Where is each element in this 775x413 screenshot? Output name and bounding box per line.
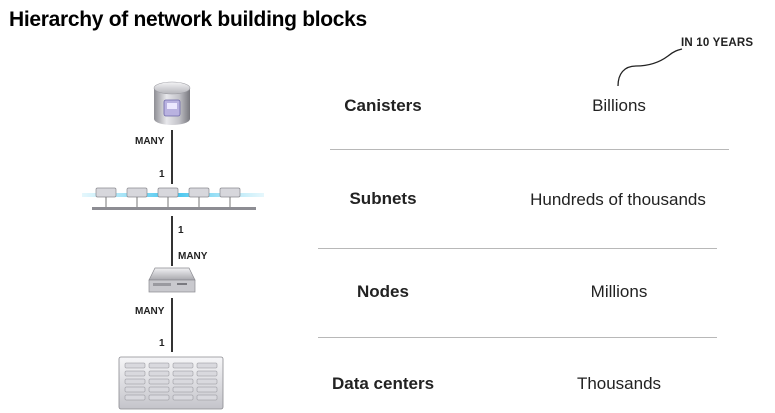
row-divider bbox=[318, 337, 717, 338]
callout-label: IN 10 YEARS bbox=[681, 37, 754, 49]
row-canisters-count: Billions bbox=[592, 96, 646, 115]
node-many-label-top: MANY bbox=[178, 251, 208, 262]
page-title: Hierarchy of network building blocks bbox=[9, 8, 367, 31]
canister-icon bbox=[153, 81, 191, 125]
canister-many-label: MANY bbox=[135, 136, 165, 147]
row-divider bbox=[318, 248, 717, 249]
canister-subnet-line bbox=[171, 130, 173, 184]
subnet-icon bbox=[82, 187, 264, 210]
data-center-icon bbox=[118, 356, 224, 410]
row-canisters-name: Canisters bbox=[344, 96, 422, 115]
row-nodes-count: Millions bbox=[590, 282, 648, 301]
row-datacenters-name: Data centers bbox=[331, 374, 435, 393]
row-subnets-name: Subnets bbox=[349, 189, 417, 208]
row-nodes-name: Nodes bbox=[357, 282, 409, 301]
subnet-one-label-top: 1 bbox=[159, 169, 165, 180]
subnet-node-line bbox=[171, 216, 173, 266]
row-divider bbox=[330, 149, 729, 150]
datacenter-one-label: 1 bbox=[159, 338, 165, 349]
row-datacenters-count: Thousands bbox=[576, 374, 662, 393]
node-datacenter-line bbox=[171, 298, 173, 352]
node-many-label-bottom: MANY bbox=[135, 306, 165, 317]
subnet-one-label-bottom: 1 bbox=[178, 225, 184, 236]
callout-squiggle bbox=[617, 48, 683, 87]
server-node-icon bbox=[148, 267, 196, 293]
row-subnets-count: Hundreds of thousands bbox=[530, 190, 706, 209]
